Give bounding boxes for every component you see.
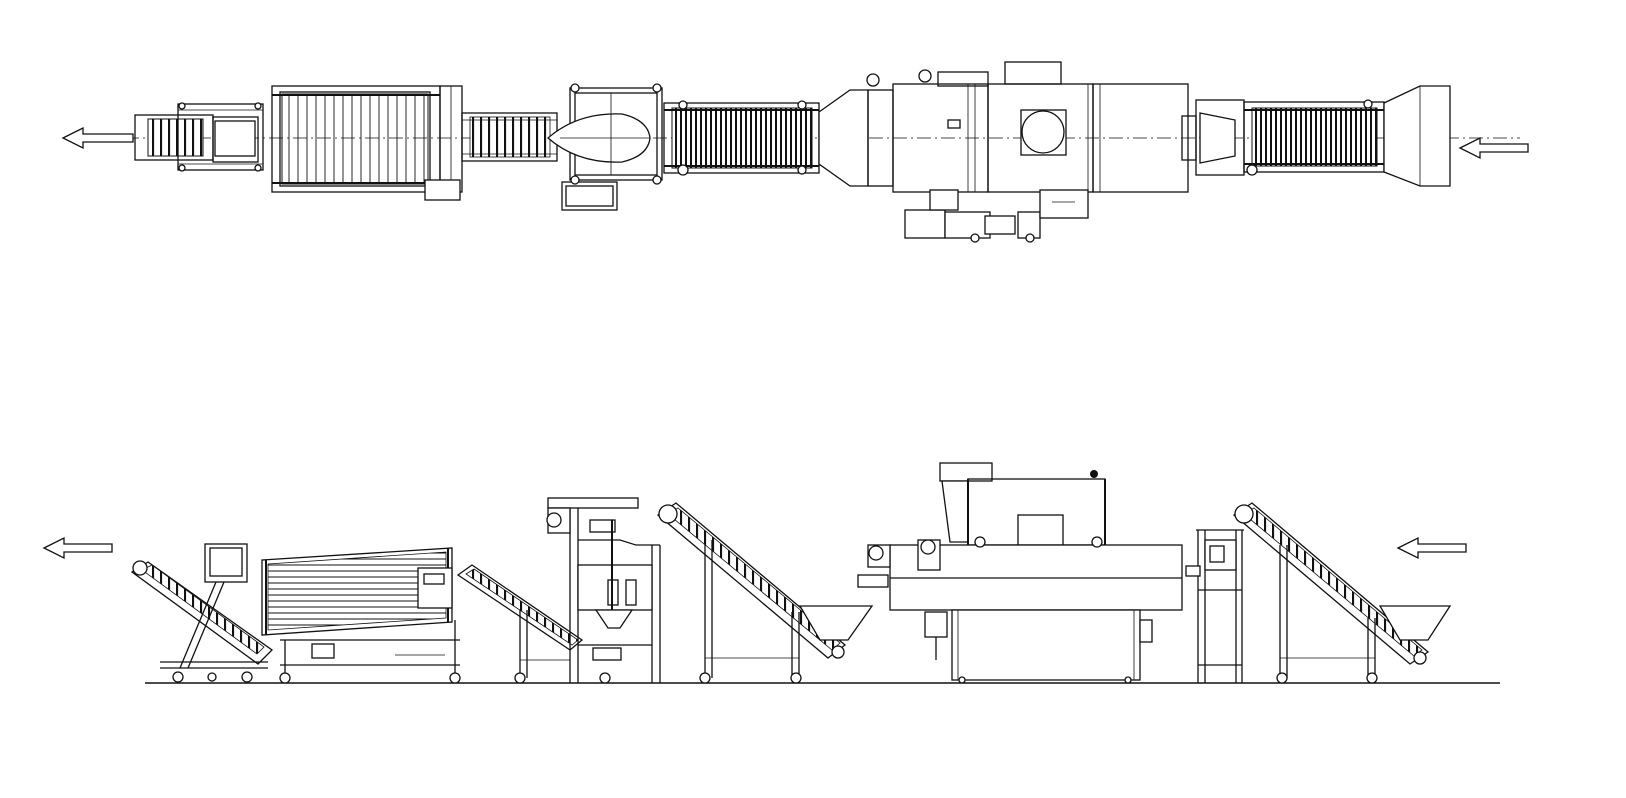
side-infeed-conveyor xyxy=(1232,502,1452,684)
plan-coating-drum xyxy=(271,85,463,201)
plan-inlet-conveyor xyxy=(1181,85,1451,187)
plan-belt-conveyor xyxy=(663,100,820,176)
plan-outlet-conveyor xyxy=(134,102,264,172)
plan-seasoning-unit xyxy=(547,83,663,211)
side-coating-drum xyxy=(261,547,461,684)
plan-inlet-arrow-icon xyxy=(1458,136,1529,160)
plan-view xyxy=(61,61,1529,243)
side-elevation-view xyxy=(42,462,1500,684)
side-incline-conveyor-mid xyxy=(656,502,874,684)
side-outlet-conveyor xyxy=(130,543,274,683)
plan-drive-assembly xyxy=(904,189,1089,243)
side-outlet-arrow-icon xyxy=(42,536,113,560)
side-inlet-unit xyxy=(1185,529,1244,683)
side-fryer xyxy=(857,462,1183,684)
plan-outlet-arrow-icon xyxy=(61,126,134,150)
plan-transfer-conveyor xyxy=(461,112,558,162)
side-seasoning-unit xyxy=(546,497,661,684)
side-inlet-arrow-icon xyxy=(1396,536,1467,560)
side-transfer-conveyor xyxy=(456,564,584,684)
plan-fryer xyxy=(818,61,1189,193)
